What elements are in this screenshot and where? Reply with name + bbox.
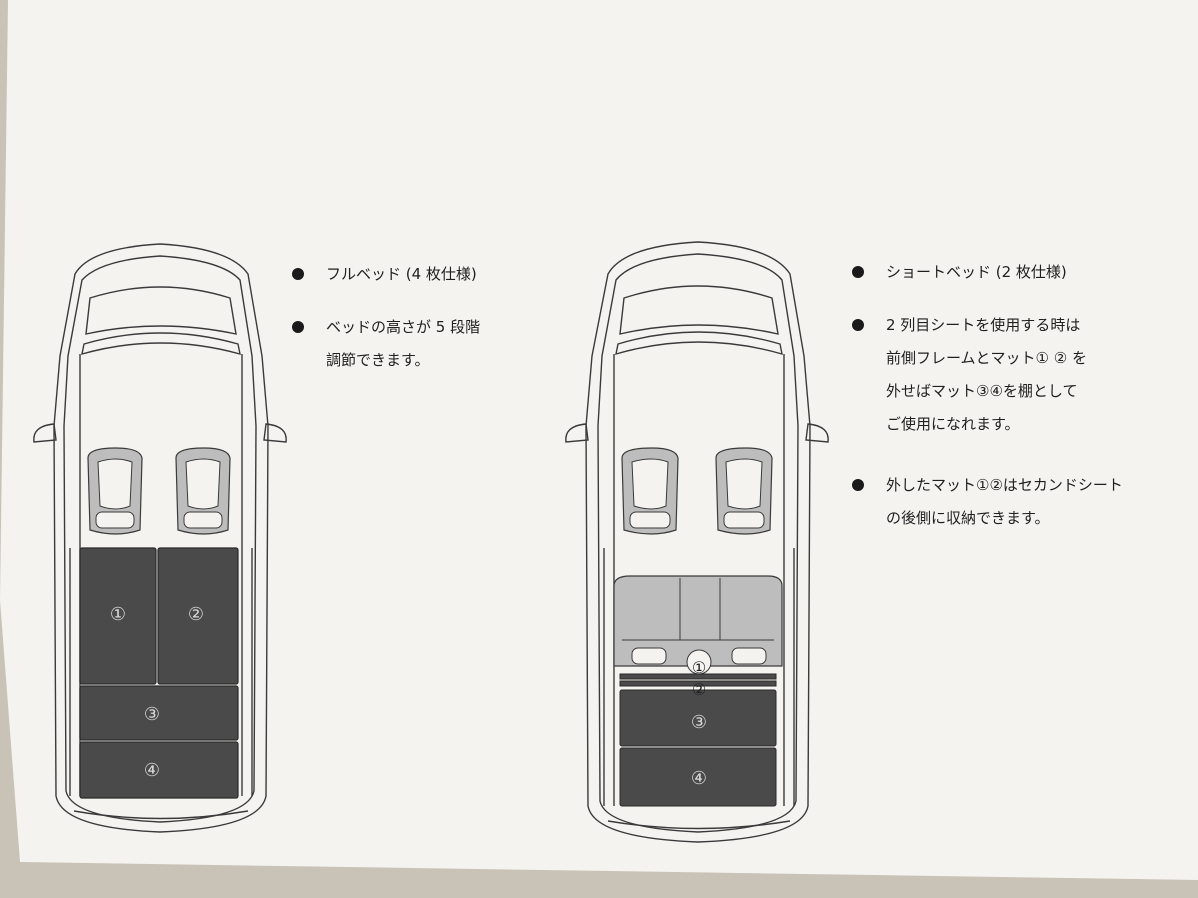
mat-3 — [619, 689, 777, 747]
bullet-icon — [852, 319, 864, 331]
car-body-outline — [53, 243, 269, 833]
mat-4-label: ④ — [144, 760, 160, 781]
note-line: 外せばマット③④を棚として — [886, 382, 1078, 400]
note-line: フルベッド (4 枚仕様) — [326, 265, 477, 283]
mat-3-label: ③ — [691, 712, 707, 733]
car-diagram-short-bed: ① ② ③ ④ — [565, 241, 829, 843]
mat-4 — [79, 741, 239, 799]
left-mirror — [565, 423, 589, 443]
note-line: 外したマット①②はセカンドシート — [886, 476, 1123, 494]
second-row-seat — [613, 575, 783, 667]
bullet-icon — [852, 479, 864, 491]
notes-short-bed: ショートベッド (2 枚仕様) 2 列目シートを使用する時は 前側フレームとマッ… — [852, 256, 1192, 535]
windshield — [85, 286, 237, 335]
note-line: 前側フレームとマット① ② を — [886, 349, 1087, 367]
mat-1 — [79, 547, 157, 685]
right-mirror — [805, 423, 829, 443]
mat-2 — [157, 547, 239, 685]
note-line: ショートベッド (2 枚仕様) — [886, 263, 1067, 281]
mat-2-label: ② — [188, 604, 204, 625]
windshield — [619, 285, 779, 335]
note-line: の後側に収納できます。 — [886, 509, 1050, 527]
car-body-outline — [585, 241, 811, 843]
mat-4 — [619, 747, 777, 807]
bullet-icon — [292, 321, 304, 333]
mat-1-stored — [619, 673, 777, 680]
note-item: フルベッド (4 枚仕様) — [292, 258, 562, 291]
right-mirror — [263, 423, 287, 443]
mat-1-label: ① — [110, 604, 126, 625]
bullet-icon — [852, 266, 864, 278]
note-item: 外したマット①②はセカンドシート の後側に収納できます。 — [852, 469, 1192, 535]
car-diagram-full-bed: ① ② ③ ④ — [33, 243, 287, 833]
note-line: ベッドの高さが 5 段階 — [326, 318, 481, 336]
note-line: 2 列目シートを使用する時は — [886, 316, 1081, 334]
mat-2-label: ② — [692, 680, 706, 699]
mat-2-stored — [619, 680, 777, 687]
left-mirror — [33, 423, 57, 443]
mat-3-label: ③ — [144, 704, 160, 725]
note-line: ご使用になれます。 — [886, 415, 1020, 433]
bullet-icon — [292, 268, 304, 280]
note-item: ベッドの高さが 5 段階 調節できます。 — [292, 311, 562, 377]
note-item: ショートベッド (2 枚仕様) — [852, 256, 1192, 289]
notes-full-bed: フルベッド (4 枚仕様) ベッドの高さが 5 段階 調節できます。 — [292, 258, 562, 377]
mat-3 — [79, 685, 239, 741]
mat-4-label: ④ — [691, 768, 707, 789]
note-line: 調節できます。 — [326, 351, 430, 369]
note-item: 2 列目シートを使用する時は 前側フレームとマット① ② を 外せばマット③④を… — [852, 309, 1192, 441]
mat-1-label: ① — [692, 658, 706, 677]
